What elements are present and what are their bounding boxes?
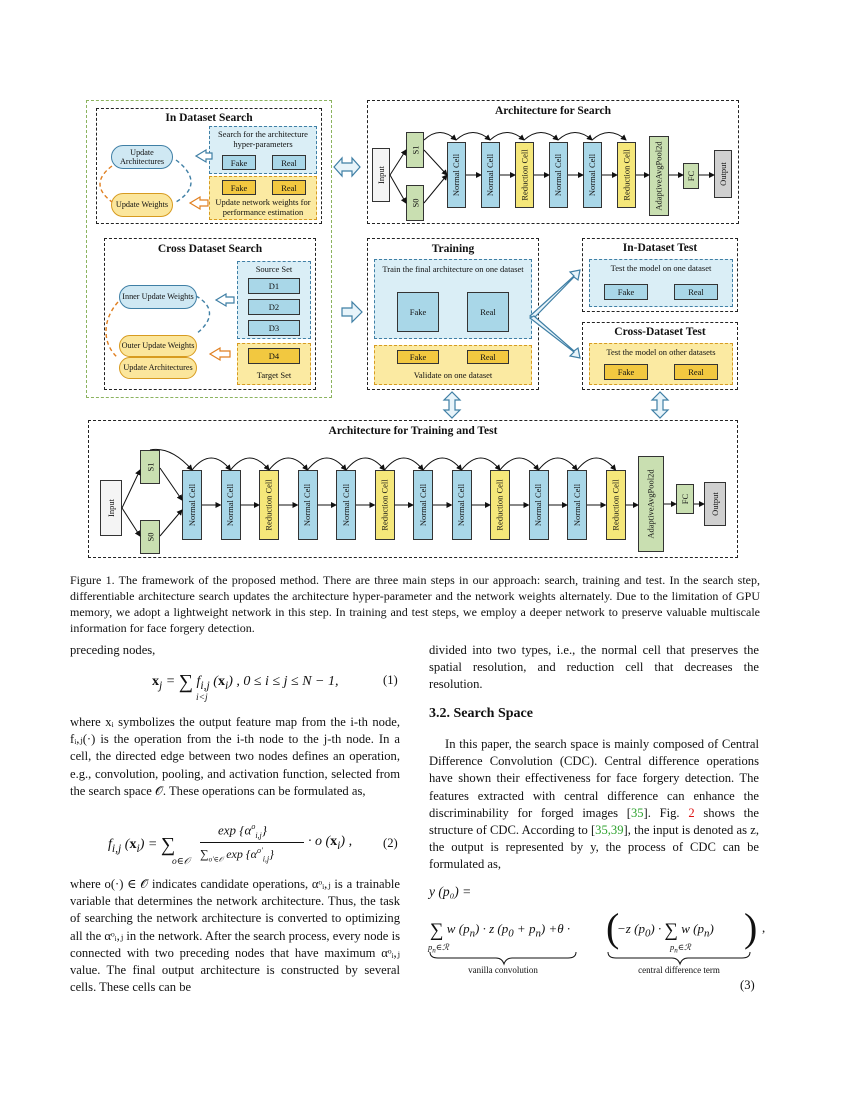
- architecture-train-test-panel: Architecture for Training and Test: [88, 420, 738, 558]
- hollow-arrow: [528, 269, 581, 319]
- domain-d1: D1: [248, 278, 300, 294]
- real-sample: Real: [272, 180, 306, 195]
- hollow-arrow: [528, 315, 581, 359]
- loop-arrow: [195, 295, 211, 335]
- paragraph-candidate-operations: where o(·) ∈ 𝒪 indicates candidate opera…: [70, 877, 400, 995]
- hollow-arrow: [208, 346, 231, 362]
- source-set-label: Source Set: [255, 264, 293, 274]
- equation-1-number: (1): [383, 673, 398, 687]
- in-dataset-search-panel: In Dataset Search Search for the archite…: [96, 108, 322, 224]
- fake-sample: Fake: [604, 284, 648, 300]
- domain-d3: D3: [248, 320, 300, 336]
- loop-arrow: [175, 159, 192, 203]
- fc-node: FC: [676, 484, 694, 514]
- in-dataset-yellow-note: Update network weights for performance e…: [215, 197, 311, 218]
- target-set-panel: D4 Target Set: [237, 343, 311, 385]
- fake-sample: Fake: [604, 364, 648, 380]
- architecture-search-title: Architecture for Search: [494, 105, 612, 117]
- double-arrow: [333, 156, 361, 178]
- real-sample: Real: [467, 292, 509, 332]
- architecture-search-panel: Architecture for Search: [367, 100, 739, 224]
- underbraces: [429, 951, 751, 966]
- training-title: Training: [431, 243, 475, 255]
- figure-link[interactable]: 2: [688, 805, 695, 820]
- training-note: Train the final architecture on one data…: [382, 264, 524, 274]
- cross-dataset-test-panel: Cross-Dataset Test Test the model on oth…: [582, 322, 738, 390]
- fake-sample: Fake: [397, 350, 439, 364]
- real-sample: Real: [674, 284, 718, 300]
- in-dataset-blue-note: Search for the architecture hyper-parame…: [218, 129, 308, 150]
- citation-link[interactable]: 35,39: [595, 823, 624, 838]
- real-sample: Real: [272, 155, 306, 170]
- fake-sample: Fake: [222, 180, 256, 195]
- in-dataset-test-title: In-Dataset Test: [622, 242, 698, 254]
- in-dataset-test-panel: In-Dataset Test Test the model on one da…: [582, 238, 738, 312]
- preceding-nodes-text: preceding nodes,: [70, 643, 156, 657]
- hollow-arrow: [194, 148, 213, 164]
- cross-dataset-test-title: Cross-Dataset Test: [614, 326, 706, 338]
- input-node: Input: [100, 480, 122, 536]
- central-difference-label: central difference term: [638, 965, 720, 975]
- inner-update-node: Inner Update Weights: [119, 285, 197, 309]
- pool-node: AdaptiveAvgPool2d: [638, 456, 664, 552]
- update-weights-node: Update Weights: [111, 193, 173, 217]
- in-test-blue-panel: Test the model on one dataset Fake Real: [589, 259, 733, 307]
- figure-connectors: [99, 132, 715, 537]
- training-blue-panel: Train the final architecture on one data…: [374, 259, 532, 339]
- figure-caption: Figure 1. The framework of the proposed …: [70, 573, 760, 635]
- training-yellow-panel: Fake Real Validate on one dataset: [374, 345, 532, 385]
- update-architectures-node: Update Architectures: [111, 145, 173, 169]
- real-sample: Real: [467, 350, 509, 364]
- source-set-panel: Source Set D1 D2 D3: [237, 261, 311, 339]
- hollow-arrow: [188, 195, 209, 211]
- double-arrow: [442, 391, 462, 419]
- validate-note: Validate on one dataset: [413, 370, 493, 380]
- outer-update-node: Outer Update Weights: [119, 335, 197, 357]
- in-dataset-yellow-panel: Fake Real Update network weights for per…: [209, 176, 317, 220]
- in-dataset-search-title: In Dataset Search: [165, 112, 253, 124]
- architecture-train-test-title: Architecture for Training and Test: [328, 425, 498, 437]
- cross-test-note: Test the model on other datasets: [606, 347, 716, 357]
- cross-dataset-search-panel: Cross Dataset Search Source Set D1 D2 D3…: [104, 238, 316, 390]
- input-node: Input: [372, 148, 390, 202]
- equation-2-number: (2): [383, 836, 398, 850]
- paragraph-cell-types: divided into two types, i.e., the normal…: [429, 643, 759, 692]
- section-heading-search-space: 3.2. Search Space: [429, 706, 533, 721]
- equation-3-number: (3): [740, 978, 755, 992]
- s1-node: S1: [140, 450, 160, 484]
- domain-d2: D2: [248, 299, 300, 315]
- double-arrow: [650, 391, 670, 419]
- in-test-note: Test the model on one dataset: [610, 263, 712, 273]
- hollow-arrow: [214, 292, 235, 308]
- fake-sample: Fake: [222, 155, 256, 170]
- loop-arrow: [99, 165, 113, 203]
- domain-d4: D4: [248, 348, 300, 364]
- vanilla-convolution-label: vanilla convolution: [468, 965, 538, 975]
- fake-sample: Fake: [397, 292, 439, 332]
- hollow-arrow: [341, 300, 363, 324]
- cross-dataset-search-title: Cross Dataset Search: [157, 243, 263, 255]
- equation-3-lhs: y (p₀) =: [429, 884, 472, 899]
- cross-test-yellow-panel: Test the model on other datasets Fake Re…: [589, 343, 733, 385]
- citation-link[interactable]: 35: [630, 805, 644, 820]
- update-architectures-node: Update Architectures: [119, 357, 197, 379]
- paragraph-search-space: In this paper, the search space is mainl…: [429, 737, 759, 872]
- target-set-label: Target Set: [256, 370, 292, 380]
- s0-node: S0: [140, 520, 160, 554]
- real-sample: Real: [674, 364, 718, 380]
- search-stage-container: [86, 100, 332, 398]
- in-dataset-blue-panel: Search for the architecture hyper-parame…: [209, 126, 317, 174]
- s0-node: S0: [406, 185, 424, 221]
- loop-arrow: [105, 301, 119, 359]
- paragraph-operations: where xᵢ symbolizes the output feature m…: [70, 715, 400, 798]
- training-panel: Training Train the final architecture on…: [367, 238, 539, 390]
